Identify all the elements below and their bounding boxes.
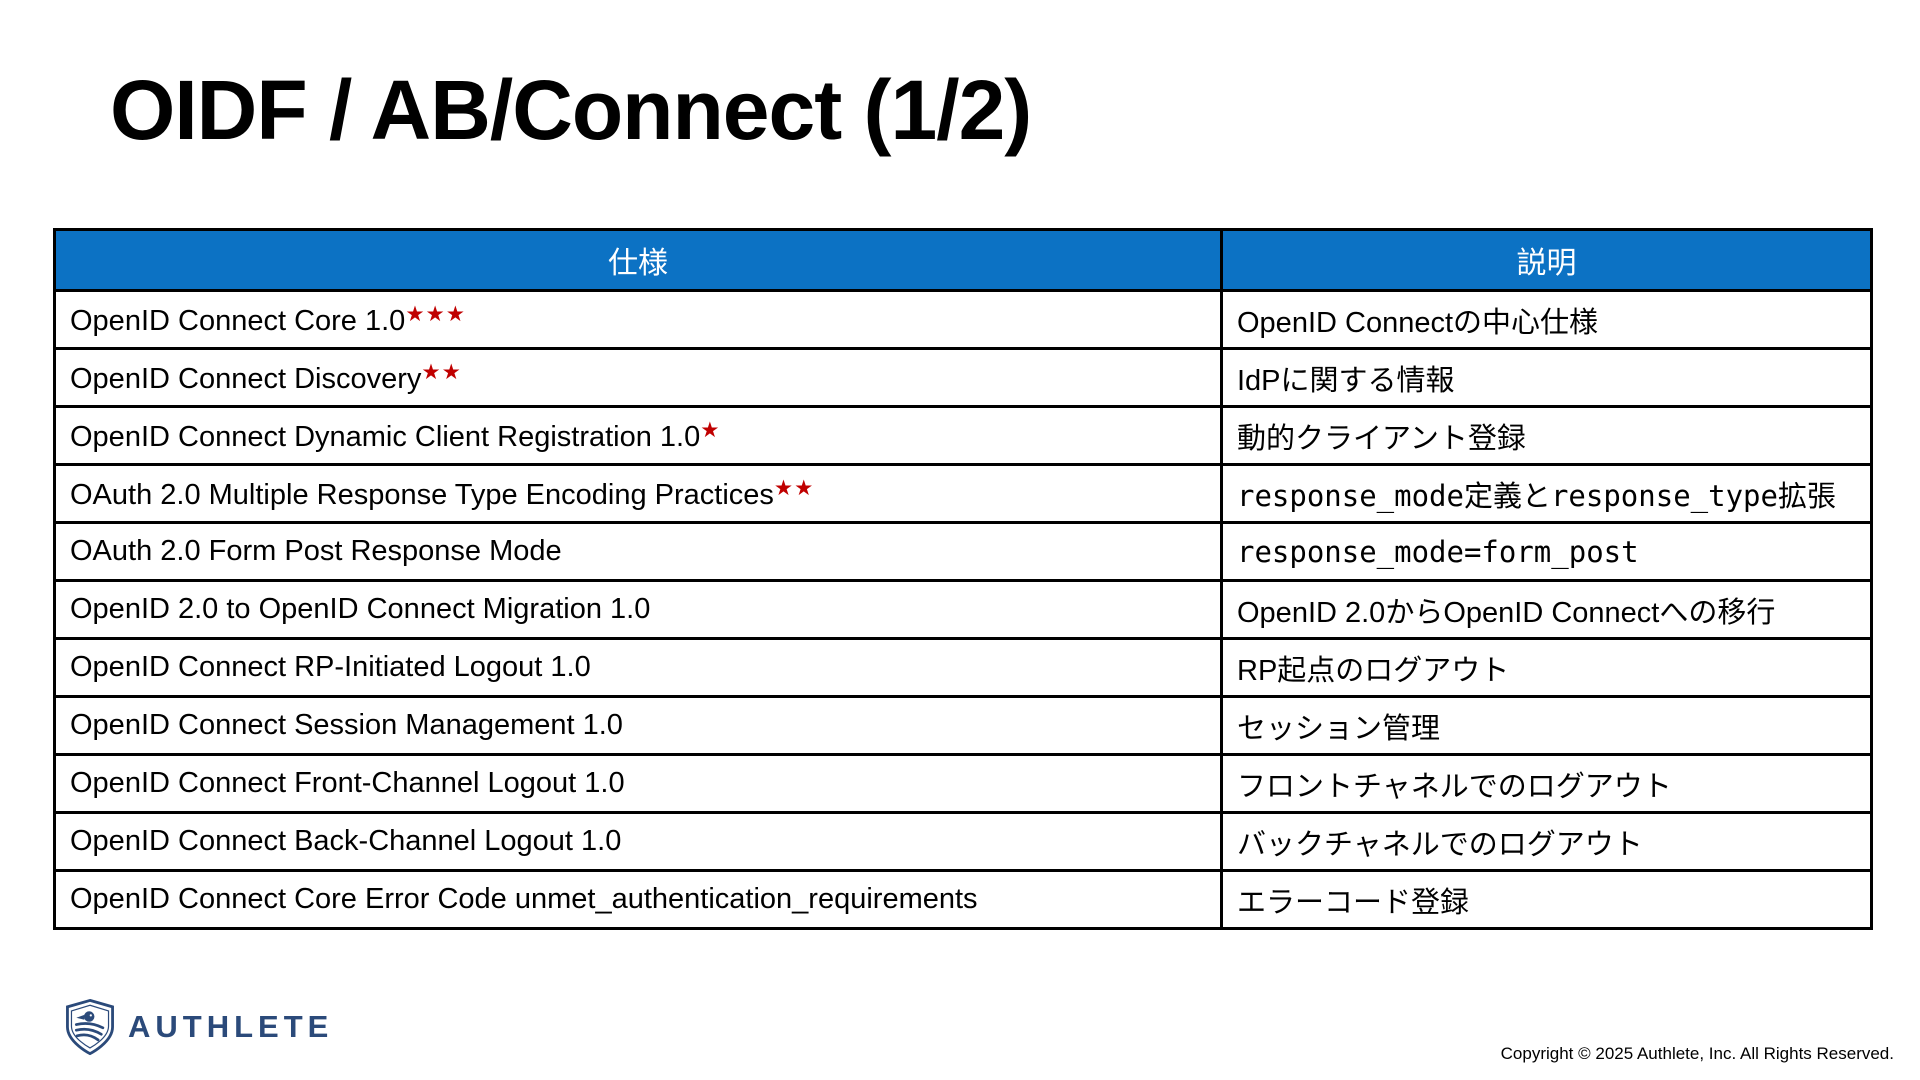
table-row: OpenID Connect Core Error Code unmet_aut… bbox=[53, 869, 1873, 930]
table-row: OAuth 2.0 Multiple Response Type Encodin… bbox=[53, 463, 1873, 524]
authlete-logo-text: AUTHLETE bbox=[128, 1009, 334, 1044]
star-rating: ★★★ bbox=[405, 301, 467, 326]
authlete-shield-icon bbox=[66, 998, 114, 1056]
spec-cell: OAuth 2.0 Form Post Response Mode bbox=[53, 521, 1223, 582]
spec-cell: OpenID Connect RP-Initiated Logout 1.0 bbox=[53, 637, 1223, 698]
spec-cell: OpenID Connect Dynamic Client Registrati… bbox=[53, 405, 1223, 466]
spec-cell: OpenID 2.0 to OpenID Connect Migration 1… bbox=[53, 579, 1223, 640]
column-header-spec: 仕様 bbox=[53, 228, 1223, 292]
spec-table-container: 仕様 説明 OpenID Connect Core 1.0★★★OpenID C… bbox=[53, 228, 1873, 930]
description-cell: 動的クライアント登録 bbox=[1220, 405, 1873, 466]
authlete-logo: AUTHLETE bbox=[64, 998, 333, 1056]
description-cell: IdPに関する情報 bbox=[1220, 347, 1873, 408]
description-cell: エラーコード登録 bbox=[1220, 869, 1873, 930]
description-cell: response_mode=form_post bbox=[1220, 521, 1873, 582]
spec-cell: OpenID Connect Core Error Code unmet_aut… bbox=[53, 869, 1223, 930]
spec-cell: OpenID Connect Discovery★★ bbox=[53, 347, 1223, 408]
spec-cell: OpenID Connect Session Management 1.0 bbox=[53, 695, 1223, 756]
table-header-row: 仕様 説明 bbox=[53, 228, 1873, 292]
page-title: OIDF / AB/Connect (1/2) bbox=[110, 63, 1032, 157]
star-rating: ★★ bbox=[773, 475, 815, 500]
column-header-description: 説明 bbox=[1220, 228, 1873, 292]
spec-cell: OpenID Connect Front-Channel Logout 1.0 bbox=[53, 753, 1223, 814]
description-cell: OpenID 2.0からOpenID Connectへの移行 bbox=[1220, 579, 1873, 640]
spec-cell: OpenID Connect Back-Channel Logout 1.0 bbox=[53, 811, 1223, 872]
spec-cell: OpenID Connect Core 1.0★★★ bbox=[53, 289, 1223, 350]
spec-table: 仕様 説明 OpenID Connect Core 1.0★★★OpenID C… bbox=[53, 228, 1873, 930]
description-cell: OpenID Connectの中心仕様 bbox=[1220, 289, 1873, 350]
table-row: OpenID 2.0 to OpenID Connect Migration 1… bbox=[53, 579, 1873, 640]
description-cell: セッション管理 bbox=[1220, 695, 1873, 756]
description-cell: RP起点のログアウト bbox=[1220, 637, 1873, 698]
description-cell: バックチャネルでのログアウト bbox=[1220, 811, 1873, 872]
table-row: OpenID Connect Discovery★★IdPに関する情報 bbox=[53, 347, 1873, 408]
table-row: OpenID Connect Dynamic Client Registrati… bbox=[53, 405, 1873, 466]
spec-cell: OAuth 2.0 Multiple Response Type Encodin… bbox=[53, 463, 1223, 524]
star-rating: ★ bbox=[700, 417, 721, 442]
copyright-notice: Copyright © 2025 Authlete, Inc. All Righ… bbox=[1500, 1044, 1894, 1063]
description-cell: response_mode定義とresponse_type拡張 bbox=[1220, 463, 1873, 524]
description-cell: フロントチャネルでのログアウト bbox=[1220, 753, 1873, 814]
star-rating: ★★ bbox=[421, 359, 462, 384]
table-row: OpenID Connect Core 1.0★★★OpenID Connect… bbox=[53, 289, 1873, 350]
